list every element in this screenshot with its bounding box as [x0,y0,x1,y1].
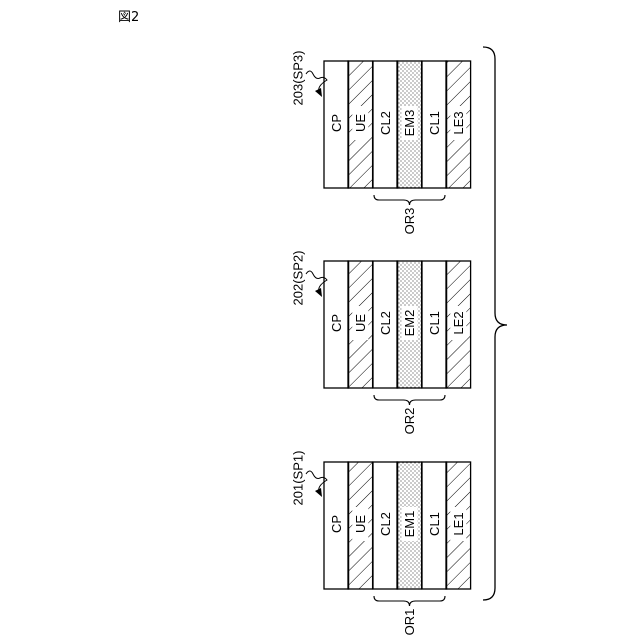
leader-arrowhead [315,288,322,297]
group-brace [374,395,445,405]
group-brace [374,596,445,606]
layer-label-cp: CP [329,515,344,533]
layer-label-cp: CP [329,314,344,332]
leader-arrowhead [315,488,322,497]
layer-label-cl1: CL1 [427,111,442,135]
layer-label-cl2: CL2 [378,111,393,135]
stack-reference-label: 201(SP1) [291,451,306,506]
layer-label-le1: LE1 [451,512,466,535]
layer-label-em3: EM3 [402,110,417,137]
stack-reference-label: 202(SP2) [291,251,306,306]
layer-label-ue: UE [353,114,368,132]
layer-label-em2: EM2 [402,310,417,337]
layer-label-cl2: CL2 [378,311,393,335]
group-brace [374,195,445,205]
layer-label-ue: UE [353,314,368,332]
layer-label-cl1: CL1 [427,512,442,536]
group-label: OR1 [402,609,417,636]
layer-label-cl1: CL1 [427,311,442,335]
layer-label-cl2: CL2 [378,512,393,536]
layer-label-em1: EM1 [402,511,417,538]
right-curly-brace [483,47,507,600]
layer-label-cp: CP [329,114,344,132]
layer-label-le2: LE2 [451,311,466,334]
layer-label-le3: LE3 [451,111,466,134]
group-label: OR2 [402,408,417,435]
layer-label-ue: UE [353,515,368,533]
leader-arrowhead [315,88,322,97]
group-label: OR3 [402,208,417,235]
stack-reference-label: 203(SP3) [291,51,306,106]
